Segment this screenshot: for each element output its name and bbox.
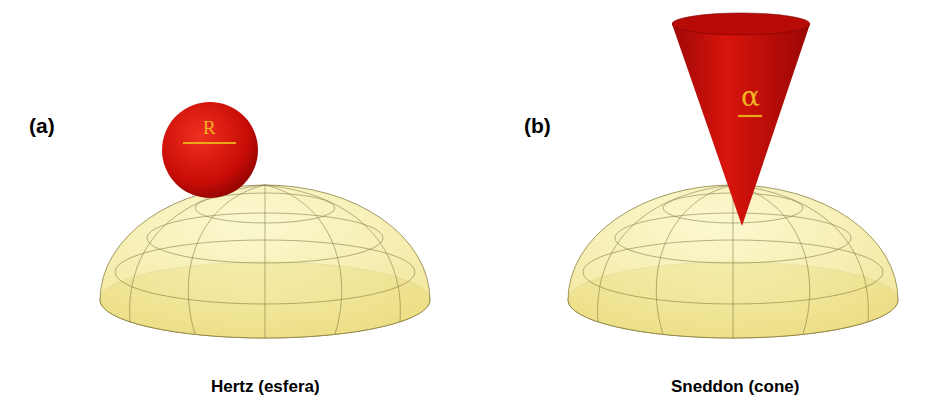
model-caption: Sneddon (cone)	[671, 378, 799, 395]
sneddon-dome	[568, 13, 898, 338]
model-caption: Hertz (esfera)	[211, 378, 320, 395]
angle-label: α	[741, 83, 760, 111]
panel-label: (a)	[29, 115, 55, 136]
hertz-dome	[100, 102, 430, 338]
radius-label: R	[203, 118, 216, 137]
panel-label: (b)	[524, 115, 551, 136]
